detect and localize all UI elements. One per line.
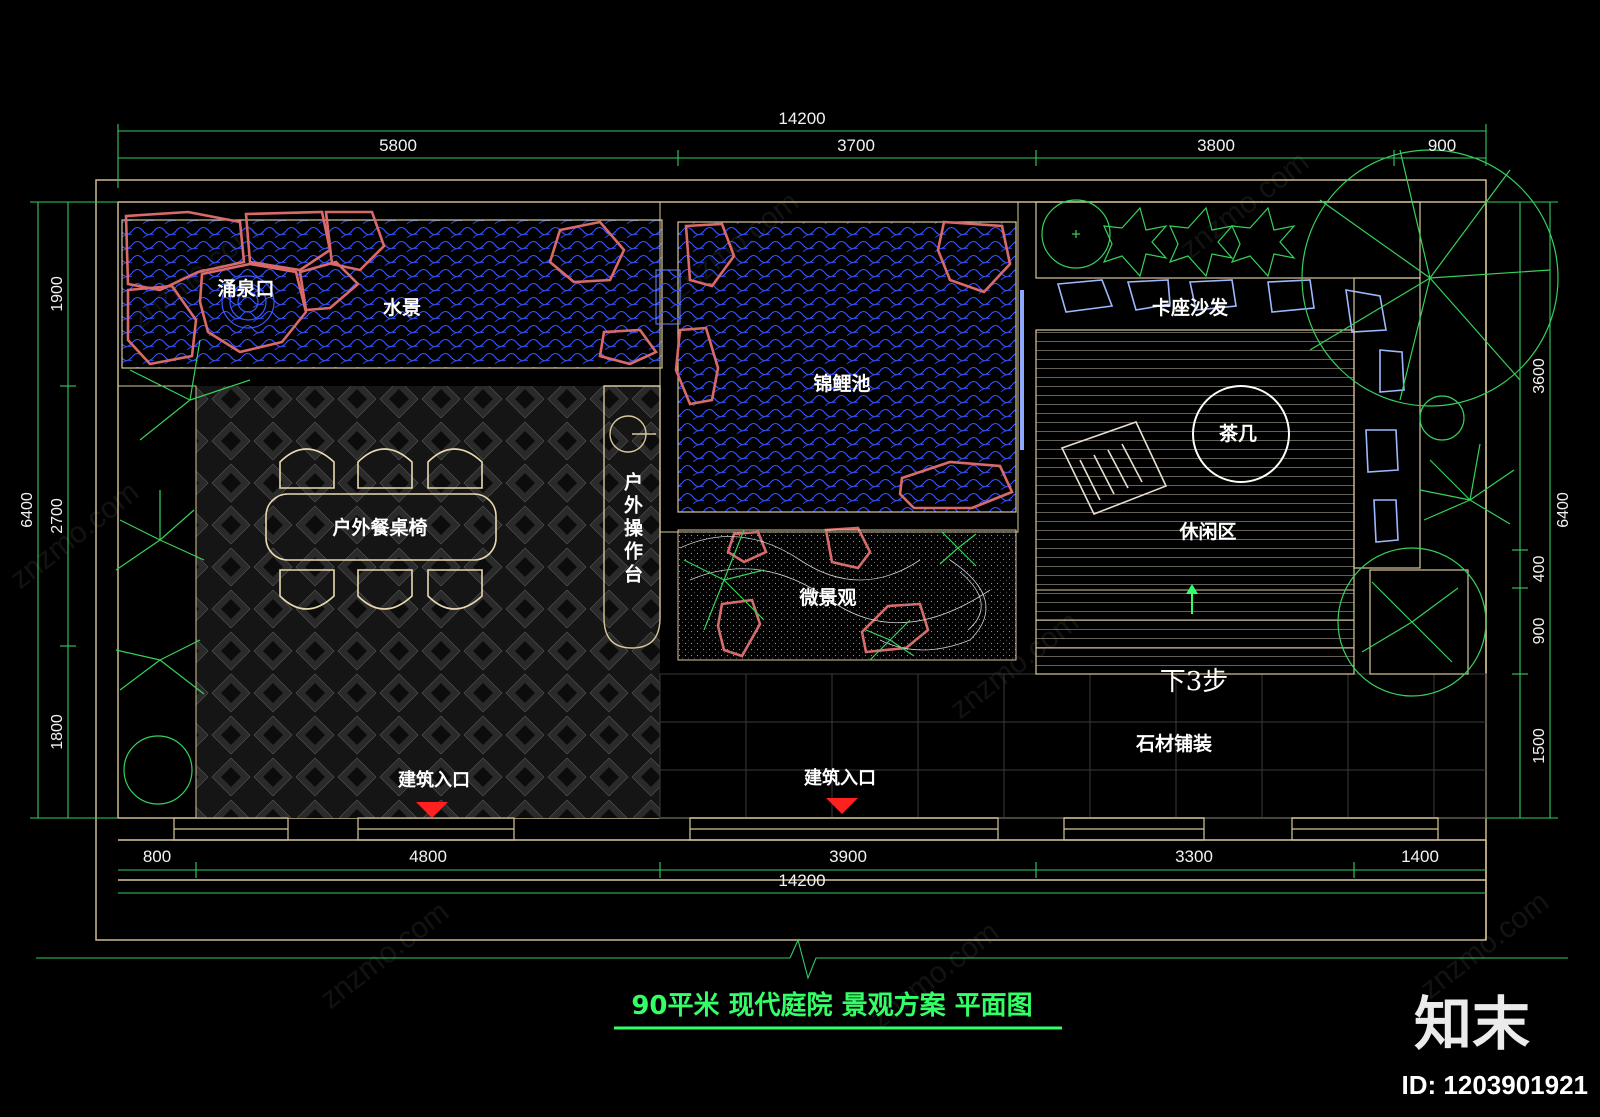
- entrance-steps: [173, 817, 1439, 841]
- fountain-spring: [221, 275, 275, 329]
- watermark: znzmo.com: [1174, 145, 1315, 265]
- paving-areas: [117, 329, 1487, 819]
- label-leisure: 休闲区: [1178, 520, 1236, 543]
- dim-bottom-1: 800: [143, 847, 171, 866]
- stone-paving-grid: [659, 673, 1487, 819]
- dim-right-2: 400: [1531, 556, 1548, 583]
- dim-top-total: 14200: [778, 109, 825, 128]
- label-steps: 下3步: [1160, 667, 1229, 697]
- dim-bottom-total: 14200: [778, 871, 825, 890]
- label-paving: 石材铺装: [1135, 732, 1212, 755]
- label-koi-pond: 锦鲤池: [813, 372, 870, 395]
- entrance-right-marker: [826, 798, 858, 814]
- label-water-feature: 水景: [383, 297, 421, 319]
- outdoor-counter: [603, 385, 661, 649]
- dim-bottom-2: 4800: [409, 847, 447, 866]
- label-tea-table: 茶几: [1219, 422, 1257, 445]
- micro-landscape: [677, 529, 1017, 661]
- brand-logo: 知末: [1414, 990, 1530, 1058]
- watermark: znzmo.com: [1414, 885, 1555, 1005]
- dim-right-1: 3600: [1531, 358, 1548, 394]
- label-fountain: 涌泉口: [217, 277, 274, 300]
- wood-deck: [1035, 329, 1355, 675]
- plan-title: 90平米 现代庭院 景观方案 平面图: [631, 990, 1032, 1021]
- dim-top-4: 900: [1428, 136, 1456, 155]
- dim-top-2: 3700: [837, 136, 875, 155]
- area-labels: 涌泉口 水景 锦鲤池 卡座沙发 茶几 休闲区 户外餐桌椅 微景观 下3步 石材铺…: [217, 277, 1257, 791]
- dim-right-total: 6400: [1555, 492, 1572, 528]
- label-dining: 户外餐桌椅: [332, 516, 427, 539]
- label-counter-wrap: 户外操作台: [621, 472, 643, 587]
- dim-top-3: 3800: [1197, 136, 1235, 155]
- dim-left-total: 6400: [19, 492, 36, 528]
- plants: [115, 149, 1559, 805]
- label-sofa: 卡座沙发: [1152, 296, 1229, 319]
- dim-left-2: 2700: [49, 498, 66, 534]
- dim-left-3: 1800: [49, 714, 66, 750]
- dim-bottom-4: 3300: [1175, 847, 1213, 866]
- diamond-tile-paving: [196, 386, 660, 818]
- dim-right-4: 1500: [1531, 728, 1548, 764]
- koi-pond: [677, 221, 1017, 513]
- dimension-labels: 14200 5800 3700 3800 900 800 4800 3900 3…: [19, 109, 1572, 890]
- lounge-furniture: [1060, 385, 1290, 516]
- dining-set: [265, 448, 497, 610]
- watermark: znzmo.com: [314, 895, 455, 1015]
- sofa-cushions: [1056, 279, 1405, 543]
- dim-bottom-5: 1400: [1401, 847, 1439, 866]
- dim-bottom-3: 3900: [829, 847, 867, 866]
- label-entrance-right: 建筑入口: [804, 767, 876, 789]
- dimension-lines: [30, 124, 1568, 980]
- label-entrance-left: 建筑入口: [398, 769, 470, 791]
- step-arrow: [1186, 584, 1198, 614]
- left-strip: [117, 385, 197, 819]
- label-counter: 户外操作台: [621, 472, 643, 587]
- connecting-channel: [655, 269, 681, 325]
- water-feature-pool: [121, 219, 663, 369]
- label-micro: 微景观: [798, 586, 856, 609]
- dim-right-3: 900: [1531, 618, 1548, 645]
- dim-left-1: 1900: [49, 276, 66, 312]
- dim-top-1: 5800: [379, 136, 417, 155]
- entrance-left-marker: [416, 802, 448, 818]
- image-id: ID: 1203901921: [1402, 1070, 1588, 1100]
